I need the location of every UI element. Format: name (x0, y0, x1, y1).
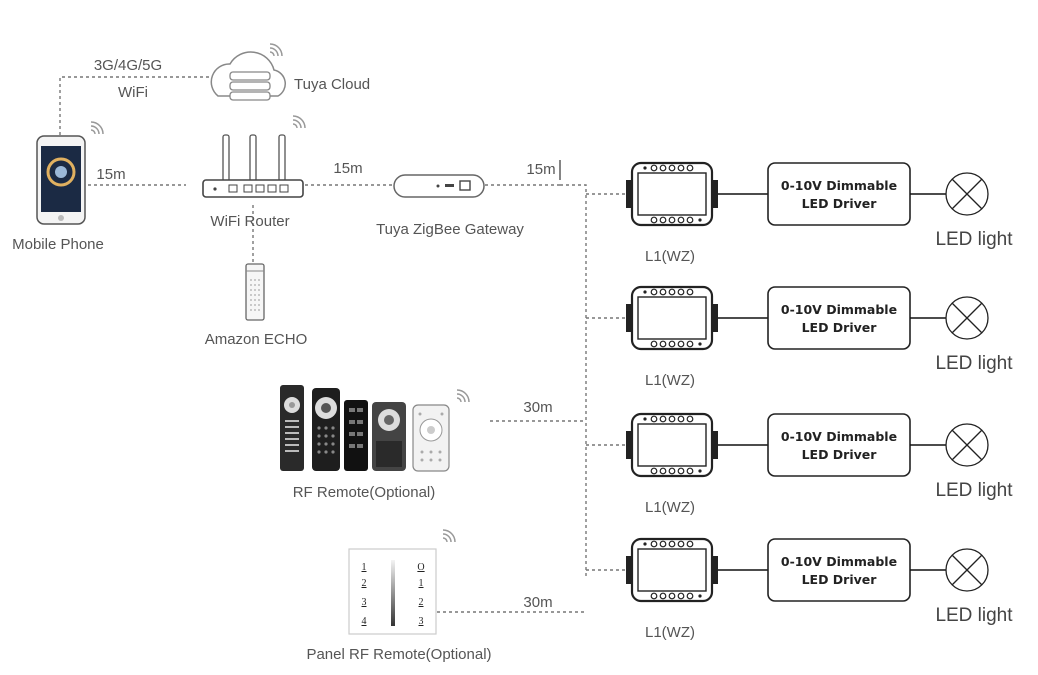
echo-label: Amazon ECHO (205, 331, 308, 348)
module-label: L1(WZ) (645, 499, 695, 516)
panel-key-right-off[interactable]: O (417, 562, 424, 573)
phone-label: Mobile Phone (12, 236, 104, 253)
panel-remote-icon (348, 529, 456, 635)
cloud-label: Tuya Cloud (294, 76, 370, 93)
connection-lines (59, 76, 632, 613)
led-light-icon (945, 423, 989, 467)
l1-module-icon (626, 537, 718, 603)
distance-gateway-bus: 15m (526, 161, 555, 178)
router-icon (202, 115, 306, 198)
panel-key-left-3[interactable]: 3 (362, 597, 367, 608)
led-driver-box (767, 286, 911, 350)
panel-key-left-1[interactable]: 1 (362, 562, 367, 573)
led-driver-box (767, 413, 911, 477)
distance-router-gateway: 15m (333, 160, 362, 177)
led-light-label: LED light (935, 480, 1013, 501)
router-label: WiFi Router (210, 213, 289, 230)
distance-panel-bus: 30m (523, 594, 552, 611)
mobile-phone-icon (36, 121, 104, 225)
led-light-icon (945, 548, 989, 592)
panel-remote-label: Panel RF Remote(Optional) (306, 646, 491, 663)
driver-label-line2: LED Driver (802, 196, 878, 211)
zigbee-gateway-icon (393, 174, 485, 198)
led-light-icon (945, 172, 989, 216)
led-light-label: LED light (935, 229, 1013, 250)
driver-label-line1: 0-10V Dimmable (781, 554, 897, 569)
module-label: L1(WZ) (645, 372, 695, 389)
driver-label-line2: LED Driver (802, 320, 878, 335)
distance-phone-router: 15m (96, 166, 125, 183)
panel-key-left-2[interactable]: 2 (362, 578, 367, 589)
led-driver-box (767, 162, 911, 226)
module-label: L1(WZ) (645, 624, 695, 641)
driver-label-line2: LED Driver (802, 572, 878, 587)
amazon-echo-icon (245, 263, 265, 321)
l1-module-icon (626, 412, 718, 478)
distance-rf-bus: 30m (523, 399, 552, 416)
led-driver-box (767, 538, 911, 602)
driver-label-line1: 0-10V Dimmable (781, 302, 897, 317)
module-label: L1(WZ) (645, 248, 695, 265)
network-label-top: 3G/4G/5G (94, 57, 162, 74)
rf-remote-icon (280, 385, 470, 472)
led-light-label: LED light (935, 605, 1013, 626)
driver-label-line2: LED Driver (802, 447, 878, 462)
panel-key-right-1[interactable]: 1 (419, 578, 424, 589)
panel-keys: 1 2 3 4 O 1 2 3 (362, 562, 425, 627)
driver-label-line1: 0-10V Dimmable (781, 178, 897, 193)
rf-remote-label: RF Remote(Optional) (293, 484, 436, 501)
cloud-icon (210, 43, 286, 101)
panel-key-right-3[interactable]: 3 (419, 616, 424, 627)
led-light-icon (945, 296, 989, 340)
panel-key-right-2[interactable]: 2 (419, 597, 424, 608)
driver-label-line1: 0-10V Dimmable (781, 429, 897, 444)
gateway-label: Tuya ZigBee Gateway (376, 221, 524, 238)
network-label-bottom: WiFi (118, 84, 148, 101)
l1-module-icon (626, 285, 718, 351)
panel-key-left-4[interactable]: 4 (362, 616, 367, 627)
led-light-label: LED light (935, 353, 1013, 374)
l1-module-icon (626, 161, 718, 227)
